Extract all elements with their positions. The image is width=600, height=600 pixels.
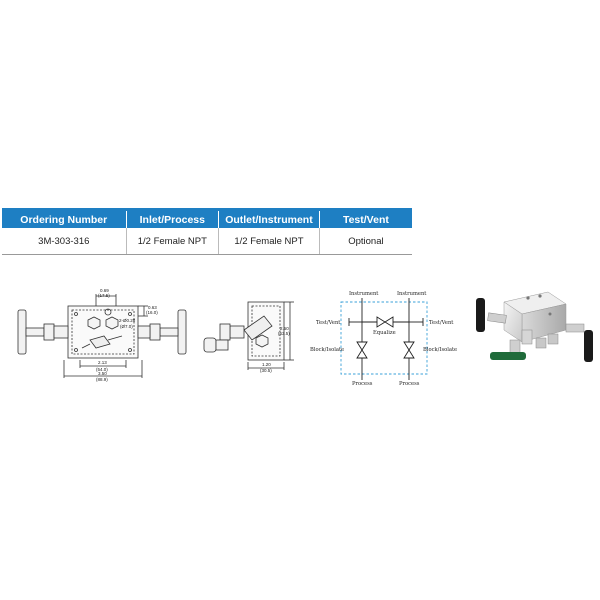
dim-overall-width-mm: (88.9) <box>96 377 108 382</box>
table-top-band <box>2 208 412 211</box>
left-black-handle-icon <box>476 298 485 332</box>
green-handle-icon <box>490 352 526 360</box>
label-instrument-left: Instrument <box>349 291 379 297</box>
cell-ordering-number: 3M-303-316 <box>2 228 127 255</box>
header-test-vent: Test/Vent <box>318 211 412 228</box>
table-row: 3M-303-316 1/2 Female NPT 1/2 Female NPT… <box>2 228 412 255</box>
dim-top-width-mm: (17.5) <box>98 293 110 298</box>
front-view-drawing: 0.69 (17.5) 0.63 (16.0) 2-Ø0.28 (Ø7.0) 2… <box>17 288 187 382</box>
header-ordering-number: Ordering Number <box>2 211 127 228</box>
label-test-vent-right: Test/Vent <box>429 320 454 326</box>
valve-schematic: Instrument Instrument Test/Vent Test/Ven… <box>310 291 457 387</box>
ordering-table: Ordering Number Inlet/Process Outlet/Ins… <box>2 211 412 255</box>
label-block-left: Block/Isolate <box>310 347 344 353</box>
dim-right-offset-mm: (16.0) <box>146 310 158 315</box>
dim-overall-width: 3.50 <box>98 371 107 376</box>
side-view-drawing: 2.50 (63.5) 1.20 (30.5) <box>203 301 294 373</box>
manifold-boundary <box>340 301 428 375</box>
label-equalize: Equalize <box>373 330 396 336</box>
equalize-valve-icon <box>376 316 394 328</box>
right-block-valve-icon <box>403 341 415 359</box>
label-test-vent-left: Test/Vent <box>316 320 341 326</box>
cell-inlet-process: 1/2 Female NPT <box>125 228 219 255</box>
cell-outlet-instrument: 1/2 Female NPT <box>218 228 320 255</box>
dim-top-width: 0.69 <box>100 288 109 293</box>
dim-right-offset: 0.63 <box>148 305 157 310</box>
label-process-left: Process <box>352 381 373 387</box>
header-inlet-process: Inlet/Process <box>125 211 219 228</box>
left-block-valve-icon <box>356 341 368 359</box>
label-instrument-right: Instrument <box>397 291 427 297</box>
dim-side-depth-mm: (30.5) <box>260 368 272 373</box>
label-block-right: Block/Isolate <box>423 347 457 353</box>
dim-side-height: 2.50 <box>280 326 289 331</box>
header-outlet-instrument: Outlet/Instrument <box>218 211 320 228</box>
cell-test-vent: Optional <box>318 228 412 255</box>
dim-side-height-mm: (63.5) <box>278 331 290 336</box>
dim-inner-width: 2.13 <box>98 360 107 365</box>
right-black-handle-icon <box>584 330 593 362</box>
label-process-right: Process <box>399 381 420 387</box>
dim-hole-dia: 2-Ø0.28 <box>119 318 136 323</box>
dim-inner-width-mm: (54.0) <box>96 367 108 372</box>
table-header-row: Ordering Number Inlet/Process Outlet/Ins… <box>2 211 412 228</box>
dim-side-depth: 1.20 <box>262 362 271 367</box>
product-photo <box>476 291 593 362</box>
dim-hole-dia-mm: (Ø7.0) <box>120 324 133 329</box>
